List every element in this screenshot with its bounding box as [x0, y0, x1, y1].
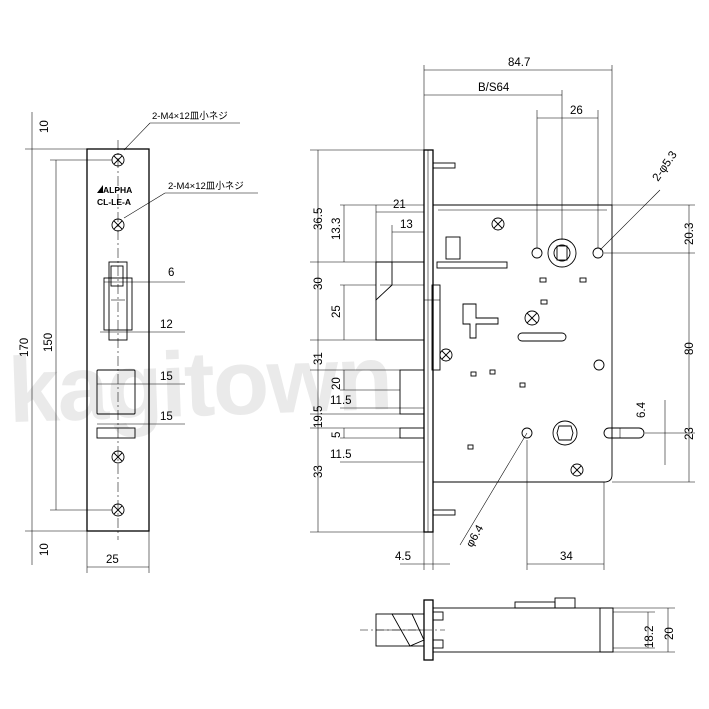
- screw-hole-lower: [111, 450, 125, 464]
- dim-hole-diameter: 2-φ5.3: [651, 149, 680, 183]
- dim-spindle-to-hole: 26: [570, 105, 583, 117]
- dim-guard-height: 5: [331, 432, 343, 438]
- dim-bolt-height: 20: [331, 377, 343, 390]
- cam: [462, 303, 499, 339]
- brand-logo-text: ALPHA: [103, 185, 132, 195]
- dim-latch-height: 30: [313, 277, 325, 290]
- deadbolt-opening: [96, 369, 136, 415]
- deadbolt: [399, 369, 425, 415]
- brand-logo: ALPHA CL-LE-A: [97, 185, 132, 207]
- dim-width: 25: [106, 554, 119, 566]
- dim-cylinder-to-edge: 34: [560, 551, 573, 563]
- spindle-hub: [547, 238, 577, 268]
- side-view: 18.2 20: [360, 597, 676, 661]
- screw-note-2: 2-M4×12皿小ネジ: [168, 181, 244, 192]
- dim-bottom: 33: [313, 465, 325, 478]
- dim-right-top: 20.3: [684, 223, 696, 245]
- case-screw: [439, 348, 453, 362]
- dim-latch-inner: 25: [331, 305, 343, 318]
- dim-cylinder-diameter: φ6.4: [464, 523, 486, 550]
- cylinder-cam: [552, 420, 578, 446]
- watermark: kagitown: [6, 327, 392, 442]
- case-screw: [570, 463, 584, 477]
- dim-latch-slot: 12: [160, 319, 173, 331]
- screw-note-1: 2-M4×12皿小ネジ: [152, 111, 228, 122]
- dim-latch-width: 6: [168, 267, 174, 279]
- dim-top-to-latch: 36.5: [313, 208, 325, 230]
- dim-inner-thickness: 18.2: [644, 626, 656, 648]
- guard-bolt: [399, 427, 425, 439]
- dim-center-distance: 80: [684, 342, 696, 355]
- guard-opening: [96, 427, 136, 439]
- dim-latch-to-bolt: 31: [313, 352, 325, 365]
- case-screw: [524, 310, 540, 326]
- dim-screw-pitch: 150: [43, 333, 55, 352]
- faceplate-view: ALPHA CL-LE-A: [19, 111, 258, 573]
- dim-front-thickness: 4.5: [395, 551, 411, 563]
- dim-cylinder-offset: 6.4: [636, 401, 648, 418]
- dim-total-height: 170: [19, 338, 31, 357]
- model-code: CL-LE-A: [97, 197, 131, 207]
- dim-guard: 15: [160, 411, 173, 423]
- dim-deadbolt: 15: [160, 371, 173, 383]
- latch-bolt: [375, 261, 441, 371]
- dim-bolt-projection-2: 11.5: [330, 449, 352, 461]
- lock-body-view: 84.7 B/S64 26 2-φ5.3 21 13 36.5 13.3 30 …: [310, 57, 696, 570]
- latch-opening: [103, 261, 133, 341]
- dim-top-margin: 10: [39, 120, 51, 133]
- dim-overall: 84.7: [508, 57, 530, 69]
- dim-cylinder-bottom: 23: [684, 427, 696, 440]
- dim-latch-tip: 13: [400, 219, 413, 231]
- dim-bottom-margin: 10: [39, 543, 51, 556]
- dim-outer-thickness: 20: [664, 627, 676, 640]
- dim-backset: B/S64: [478, 82, 510, 94]
- screw-hole-upper: [111, 218, 125, 232]
- dim-guard-gap: 19.5: [313, 406, 325, 428]
- dim-bolt-projection-1: 11.5: [330, 395, 352, 407]
- case-screw: [491, 217, 505, 231]
- dim-latch-upper: 13.3: [331, 218, 343, 240]
